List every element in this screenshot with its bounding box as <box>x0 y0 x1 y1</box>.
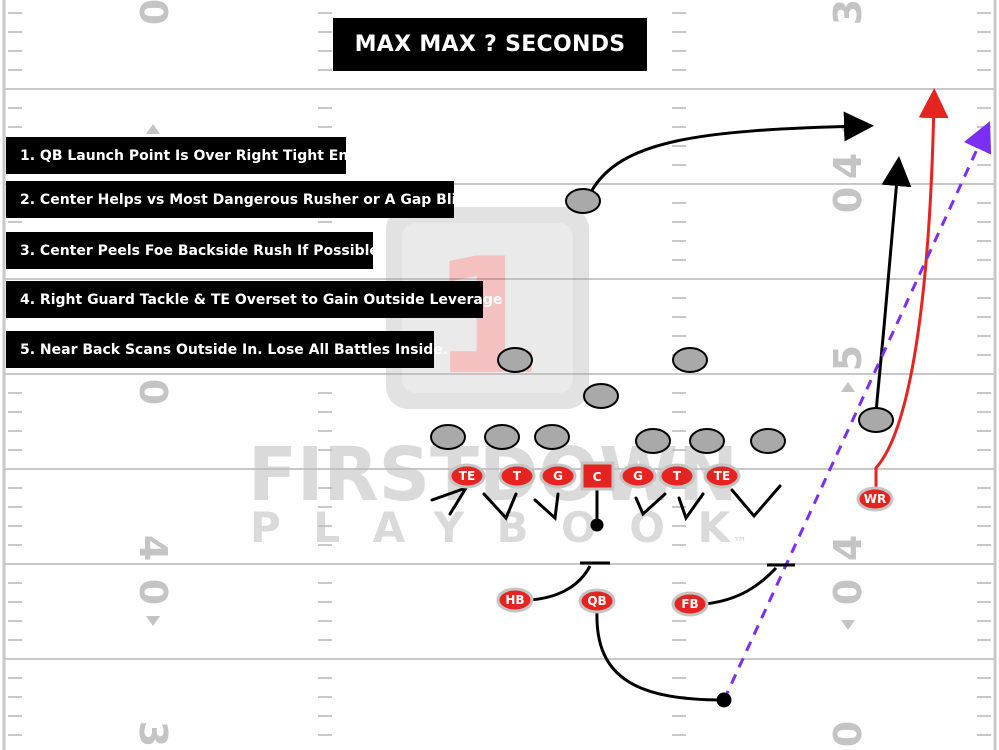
player-g-right: G <box>619 463 657 489</box>
pass-path <box>722 121 992 701</box>
offense: TE T G C G T TE HB <box>448 461 894 617</box>
player-label: FB <box>681 597 698 611</box>
yard-number: 3 <box>131 721 175 747</box>
watermark-tm: ™ <box>733 535 747 551</box>
defender <box>583 383 619 409</box>
defender <box>534 424 570 450</box>
coaching-note-4: 4. Right Guard Tackle & TE Overset to Ga… <box>6 281 502 318</box>
yard-numbers-right: 3 4 0 5 4 0 0 <box>826 0 870 747</box>
defender <box>689 428 725 454</box>
play-title: MAX MAX ? SECONDS <box>333 18 647 71</box>
yard-number: 0 <box>131 379 175 405</box>
coaching-note-3: 3. Center Peels Foe Backside Rush If Pos… <box>6 232 379 269</box>
defender <box>672 347 708 373</box>
player-label: TE <box>714 469 730 483</box>
defender-route-black <box>589 111 874 193</box>
fb-block-path <box>704 566 778 606</box>
qb-dropback-route <box>595 611 725 702</box>
yard-number: 0 <box>826 721 870 747</box>
yard-number: 4 <box>826 535 870 561</box>
player-label: C <box>593 470 602 484</box>
watermark-text: FIRSTDOWN PLAYBOOK ™ <box>248 432 747 552</box>
defender <box>565 188 601 214</box>
wr-route <box>874 88 949 488</box>
yard-numbers-left: 0 0 4 0 3 <box>131 0 175 747</box>
yard-number: 0 <box>826 579 870 605</box>
yard-number: 5 <box>826 345 870 371</box>
defender <box>750 428 786 454</box>
player-g-left: G <box>539 463 577 489</box>
player-qb: QB <box>578 588 616 614</box>
player-center: C <box>580 461 615 491</box>
player-te-left: TE <box>448 463 486 489</box>
player-wr: WR <box>856 486 894 512</box>
player-label: WR <box>864 492 886 506</box>
player-label: G <box>553 469 563 483</box>
player-label: G <box>633 469 643 483</box>
yard-number: 4 <box>826 153 870 179</box>
player-label: T <box>513 469 522 483</box>
yard-number-arrows-left <box>146 124 160 626</box>
hash-marks <box>8 12 991 736</box>
defender <box>497 347 533 373</box>
defender <box>858 407 894 433</box>
hb-block-path <box>528 565 592 602</box>
yard-number: 4 <box>131 535 175 561</box>
coaching-note-2: 2. Center Helps vs Most Dangerous Rusher… <box>6 181 471 218</box>
defender <box>635 428 671 454</box>
player-fb: FB <box>671 591 709 617</box>
block-marks <box>580 490 795 708</box>
player-label: QB <box>587 594 606 608</box>
defenders <box>430 188 894 454</box>
yard-number: 0 <box>131 0 175 25</box>
yard-number: 3 <box>826 0 870 25</box>
defender-route-black <box>874 156 912 413</box>
defender <box>484 424 520 450</box>
player-t-right: T <box>658 463 696 489</box>
yard-number: 0 <box>131 579 175 605</box>
coaching-note-1: 1. QB Launch Point Is Over Right Tight E… <box>6 137 358 174</box>
player-label: T <box>673 469 682 483</box>
watermark-logo: 1 <box>386 207 589 410</box>
player-label: HB <box>505 593 524 607</box>
player-t-left: T <box>498 463 536 489</box>
yard-number: 0 <box>826 187 870 213</box>
player-te-right: TE <box>703 463 741 489</box>
defender <box>430 424 466 450</box>
routes <box>528 88 992 702</box>
coaching-note-5: 5. Near Back Scans Outside In. Lose All … <box>6 331 448 368</box>
player-hb: HB <box>496 587 534 613</box>
player-label: TE <box>459 469 475 483</box>
